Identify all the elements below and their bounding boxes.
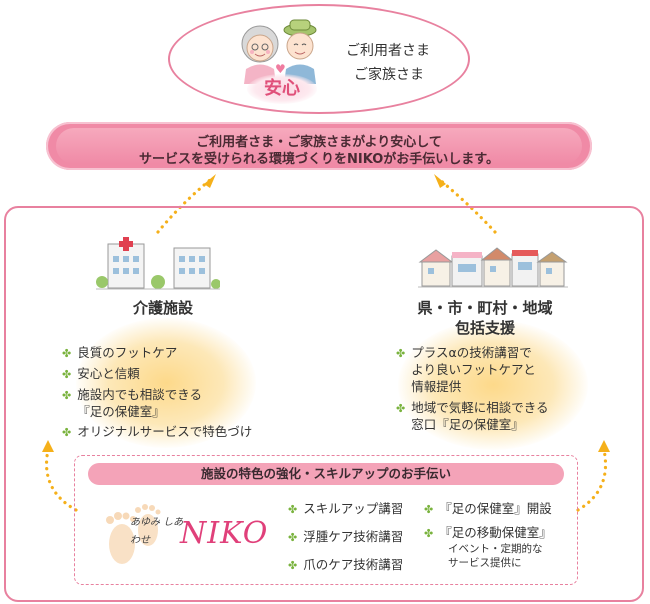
list-item: ✤ オリジナルサービスで特色づけ bbox=[62, 424, 253, 439]
mission-banner: ご利用者さま・ご家族さまがより安心して サービスを受けられる環境づくりをNIKO… bbox=[46, 122, 592, 170]
skill-list: ✤ スキルアップ講習 ✤ 浮腫ケア技術講習 ✤ 爪のケア技術講習 bbox=[288, 500, 428, 574]
list-item: ✤ 爪のケア技術講習 bbox=[288, 557, 404, 572]
clover-icon: ✤ bbox=[396, 347, 406, 360]
right-section-title-1: 県・市・町村・地域 bbox=[417, 299, 553, 317]
footprint-logo-icon bbox=[106, 504, 161, 564]
list-item: ✤ プラスαの技術講習で より良いフットケアと 情報提供 bbox=[396, 345, 536, 394]
services-frame bbox=[4, 206, 644, 602]
banner-line-1: ご利用者さま・ご家族さまがより安心して bbox=[196, 135, 442, 150]
clover-icon: ✤ bbox=[288, 559, 298, 572]
left-section-title: 介護施設 bbox=[132, 299, 193, 317]
logo-script: あゆみ しあわせ bbox=[130, 517, 184, 546]
anshin-badge: 安心 bbox=[247, 74, 317, 104]
town-icon bbox=[418, 247, 568, 288]
right-section-title-2: 包括支援 bbox=[454, 319, 515, 337]
list-item: ✤ 『足の保健室』開設 bbox=[424, 501, 552, 516]
list-item: ✤ 安心と信頼 bbox=[62, 366, 140, 381]
clover-icon: ✤ bbox=[288, 503, 298, 516]
list-item: ✤ 良質のフットケア bbox=[62, 345, 178, 360]
banner-line-2: サービスを受けられる環境づくりをNIKOがお手伝いします。 bbox=[139, 152, 499, 167]
list-item: ✤ 施設内でも相談できる 『足の保健室』 bbox=[62, 387, 202, 419]
arrow-left-up bbox=[156, 178, 212, 234]
arrow-bottom-left bbox=[45, 448, 78, 512]
target-ellipse bbox=[168, 4, 470, 114]
elderly-couple-icon bbox=[241, 19, 317, 84]
niko-logo-text: NIKO bbox=[180, 516, 269, 551]
foot-room-list: ✤ 『足の保健室』開設 ✤ 『足の移動保健室』 イベント・定期的な サービス提供… bbox=[424, 500, 574, 570]
clover-icon: ✤ bbox=[424, 527, 434, 540]
top-label-families: ご家族さま bbox=[354, 67, 424, 83]
heart-icon: ♥ bbox=[275, 62, 286, 76]
clover-icon: ✤ bbox=[62, 368, 72, 381]
list-item: ✤ スキルアップ講習 bbox=[288, 501, 404, 516]
top-label-users: ご利用者さま bbox=[346, 43, 430, 59]
clover-icon: ✤ bbox=[424, 503, 434, 516]
support-banner: 施設の特色の強化・スキルアップのお手伝い bbox=[88, 463, 564, 485]
list-item: ✤ 浮腫ケア技術講習 bbox=[288, 529, 404, 544]
care-facility-icon bbox=[96, 237, 220, 290]
right-item-list: ✤ プラスαの技術講習で より良いフットケアと 情報提供 ✤ 地域で気軽に相談で… bbox=[396, 344, 596, 433]
clover-icon: ✤ bbox=[62, 347, 72, 360]
list-item: ✤ 地域で気軽に相談できる 窓口『足の保健室』 bbox=[396, 400, 549, 432]
left-item-list: ✤ 良質のフットケア ✤ 安心と信頼 ✤ 施設内でも相談できる 『足の保健室』 … bbox=[62, 344, 282, 441]
niko-support-box bbox=[74, 455, 578, 585]
arrow-bottom-right bbox=[576, 448, 608, 512]
list-item: ✤ 『足の移動保健室』 bbox=[424, 525, 552, 540]
clover-icon: ✤ bbox=[396, 402, 406, 415]
clover-icon: ✤ bbox=[62, 389, 72, 402]
clover-icon: ✤ bbox=[62, 426, 72, 439]
left-glow bbox=[76, 318, 256, 448]
arrow-right-up bbox=[438, 178, 497, 234]
clover-icon: ✤ bbox=[288, 531, 298, 544]
mobile-room-note: イベント・定期的な サービス提供に bbox=[448, 543, 543, 569]
right-glow bbox=[398, 320, 588, 450]
